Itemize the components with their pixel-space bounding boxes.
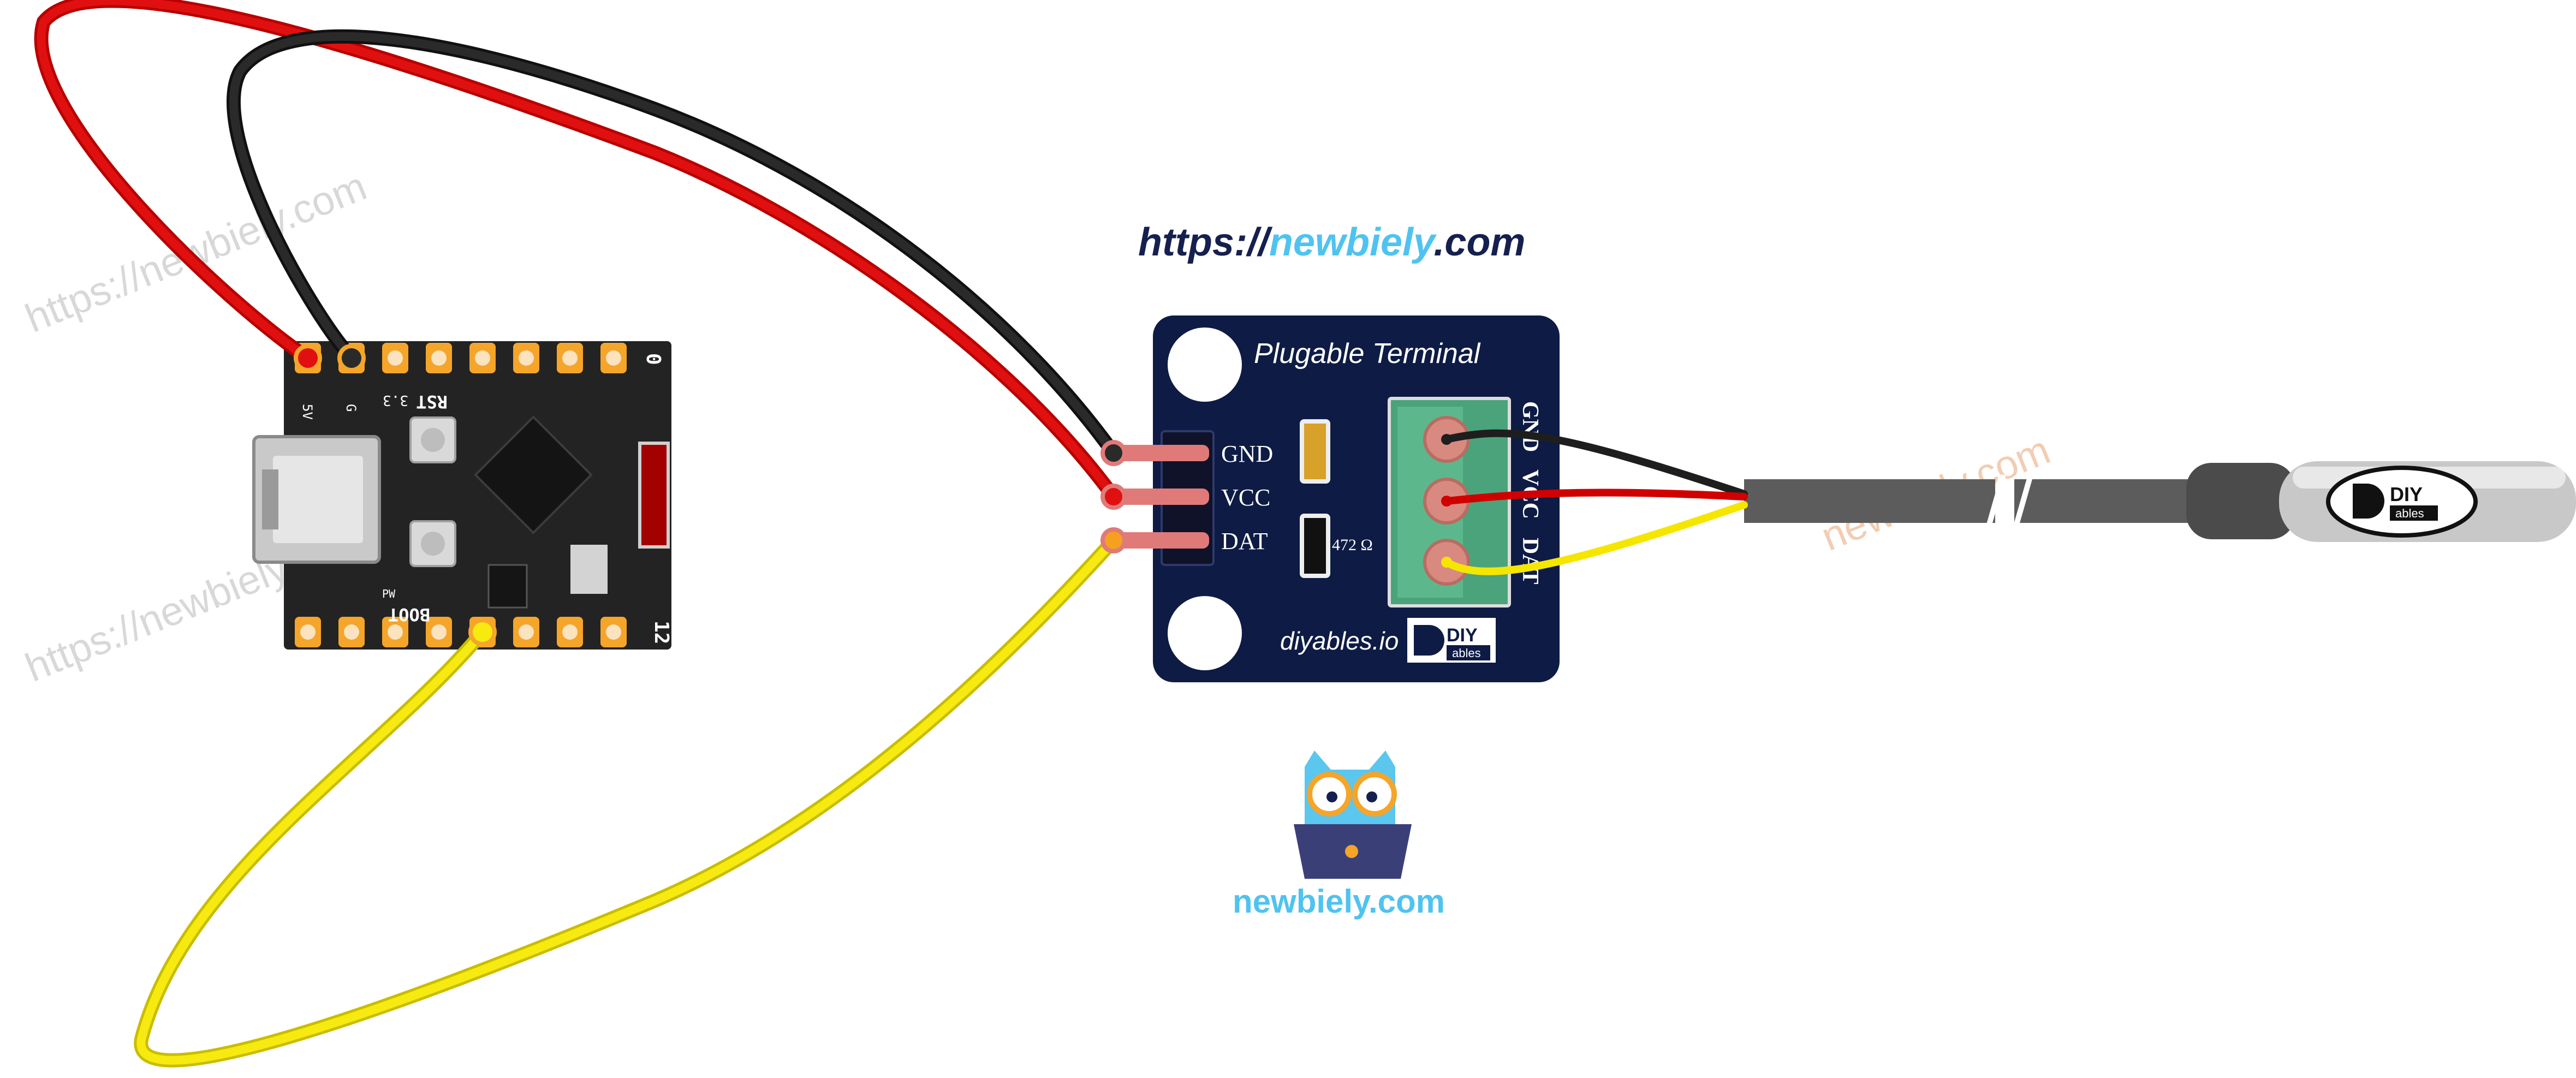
sensor-logo-mark <box>2353 484 2384 519</box>
terminal-footer-text: diyables.io <box>1280 627 1399 655</box>
mcu-chip <box>474 415 593 534</box>
board-label-rst: RST <box>416 391 448 412</box>
sensor-wire-black <box>1443 429 1748 498</box>
wire-red-end <box>1100 484 1127 510</box>
sensor-wire-red <box>1443 489 1748 505</box>
smd-resistor <box>1300 514 1330 578</box>
mount-hole-top <box>1168 327 1242 402</box>
header-url-brand: newbiely <box>1269 221 1437 264</box>
wire-red-start <box>294 344 322 372</box>
pin-gnd-leg <box>1114 445 1209 461</box>
smd-component <box>570 545 608 594</box>
header-url-suffix: .com <box>1433 221 1525 264</box>
board-label-g: G <box>343 404 359 412</box>
sensor-logo-bottom: ables <box>2395 507 2424 520</box>
pin-label-dat: DAT <box>1221 528 1268 555</box>
wire-red-core <box>37 0 1118 501</box>
regulator-chip <box>487 564 528 609</box>
owl-pupil-left <box>1326 791 1337 802</box>
antenna <box>638 442 670 549</box>
diyables-logo-top: DIY <box>1447 625 1478 646</box>
sensor-cable-left <box>1744 479 1995 523</box>
cable-break-mark-1 <box>1984 474 2006 533</box>
pin-vcc-leg <box>1114 489 1209 505</box>
mount-hole-bottom <box>1168 596 1242 670</box>
sensor-diyables-logo: DIY ables <box>2326 466 2478 538</box>
smd-capacitor <box>1300 419 1330 484</box>
sensor-logo-top: DIY <box>2390 483 2423 505</box>
wire-yellow-core <box>136 536 1118 1065</box>
usb-port-inner <box>273 456 363 543</box>
wire-yellow-end <box>1100 527 1127 553</box>
terminal-label-dat: DAT <box>1518 538 1543 585</box>
sensor-cable-right <box>2014 479 2200 523</box>
cable-break-mark-2 <box>2012 474 2033 533</box>
pin-label-gnd: GND <box>1221 440 1273 467</box>
board-label-5v: 5V <box>300 404 315 420</box>
pin-label-vcc: VCC <box>1221 484 1270 511</box>
wire-black-end <box>1100 440 1127 466</box>
owl-mascot <box>1294 751 1412 879</box>
probe-sleeve <box>2186 463 2295 539</box>
laptop-logo <box>1345 845 1358 858</box>
sensor-wire-red-end <box>1441 496 1452 507</box>
wire-black-start <box>337 344 366 372</box>
temperature-sensor-probe: DIY ables <box>1744 461 2576 542</box>
board-label-12: 12 <box>650 621 673 644</box>
sensor-wire-yellow <box>1443 501 1748 575</box>
mascot-caption: newbiely.com <box>1233 883 1445 920</box>
usb-port-tab <box>262 469 278 529</box>
header-url-prefix: https:// <box>1138 221 1273 264</box>
terminal-module-title: Plugable Terminal <box>1254 338 1481 370</box>
header-url: https://newbiely.com <box>1138 221 1525 264</box>
wire-yellow-start <box>468 618 497 646</box>
board-label-0: 0 <box>642 353 664 365</box>
board-label-3v3: 3.3 <box>383 392 408 408</box>
diyables-logo-bottom: ables <box>1452 646 1481 660</box>
diyables-logo-mark <box>1414 625 1444 656</box>
board-label-boot: BOOT <box>388 604 430 625</box>
microcontroller-board: 5V G 3.3 RST 0 BOOT PW 12 <box>252 341 673 650</box>
board-label-pw: PW <box>382 587 396 600</box>
resistor-label: 472 Ω <box>1332 536 1373 554</box>
pin-dat-leg <box>1114 532 1209 549</box>
owl-pupil-right <box>1366 791 1377 802</box>
wire-black-core <box>229 32 1118 457</box>
rst-button-cap <box>421 428 445 452</box>
sensor-wire-black-end <box>1441 434 1452 445</box>
sensor-wire-yellow-end <box>1441 557 1452 568</box>
diyables-logo: DIY ables <box>1407 618 1496 663</box>
boot-button-cap <box>421 532 445 556</box>
terminal-label-gnd: GND <box>1518 401 1543 452</box>
